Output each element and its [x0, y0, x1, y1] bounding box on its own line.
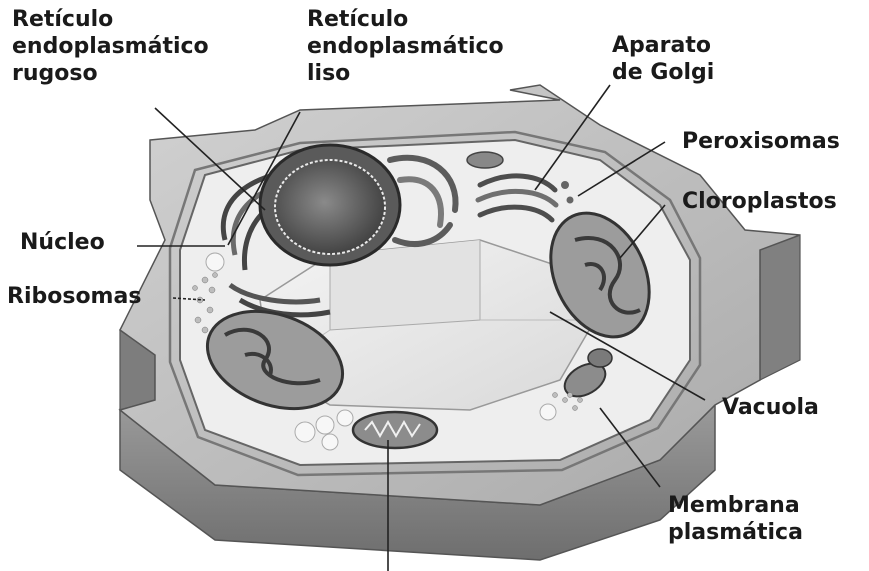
- label-rel-line3: liso: [307, 60, 504, 87]
- label-reticulo-rugoso: Retículo endoplasmático rugoso: [12, 6, 209, 87]
- cell-wall-corner-right: [760, 235, 800, 380]
- label-nucleo: Núcleo: [20, 229, 105, 256]
- label-cloroplastos: Cloroplastos: [682, 188, 837, 215]
- label-golgi-line2: de Golgi: [612, 59, 714, 86]
- label-rer-line1: Retículo: [12, 6, 209, 33]
- label-membrana-line1: Membrana: [668, 492, 803, 519]
- label-rel-line2: endoplasmático: [307, 33, 504, 60]
- label-golgi-line1: Aparato: [612, 32, 714, 59]
- label-vacuola: Vacuola: [722, 394, 819, 421]
- nucleus: [260, 145, 400, 265]
- mitochondrion-bottom: [353, 412, 437, 448]
- label-aparato-golgi: Aparato de Golgi: [612, 32, 714, 86]
- label-ribosomas: Ribosomas: [7, 283, 141, 310]
- label-peroxisomas: Peroxisomas: [682, 128, 840, 155]
- label-rer-line3: rugoso: [12, 60, 209, 87]
- vesicle-top: [467, 152, 503, 168]
- label-membrana-line2: plasmática: [668, 519, 803, 546]
- label-rer-line2: endoplasmático: [12, 33, 209, 60]
- label-reticulo-liso: Retículo endoplasmático liso: [307, 6, 504, 87]
- label-rel-line1: Retículo: [307, 6, 504, 33]
- label-membrana-plasmatica: Membrana plasmática: [668, 492, 803, 546]
